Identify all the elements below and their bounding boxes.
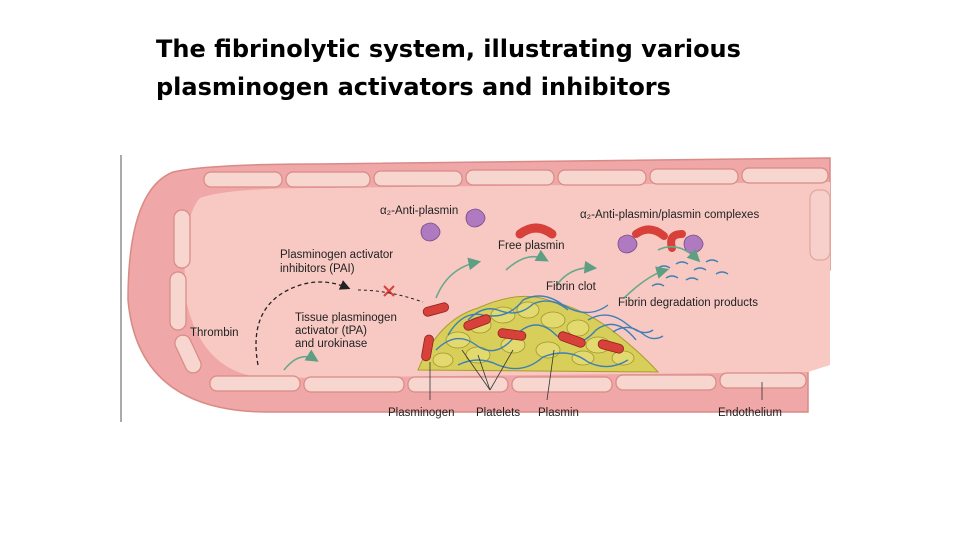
plasmin-rods — [421, 302, 624, 362]
title-line-1: The fibrinolytic system, illustrating va… — [156, 35, 741, 63]
label-endothelium: Endothelium — [718, 407, 782, 419]
vessel-lumen — [184, 182, 831, 378]
right-endothelium — [809, 189, 831, 261]
label-pai-line1: Plasminogen activator — [280, 249, 393, 261]
label-complexes: α₂-Anti-plasmin/plasmin complexes — [580, 209, 759, 221]
fibrin-strands — [435, 295, 664, 370]
anti-plasmin-molecules — [420, 208, 704, 254]
bottom-endothelium — [209, 372, 807, 393]
title-line-2: plasminogen activators and inhibitors — [156, 73, 671, 101]
label-fdp: Fibrin degradation products — [618, 297, 758, 309]
label-free-plasmin: Free plasmin — [498, 240, 564, 252]
pathway-arrows — [283, 245, 701, 371]
slide-title: The fibrinolytic system, illustrating va… — [156, 30, 796, 106]
label-platelets: Platelets — [476, 407, 520, 419]
label-plasminogen: Plasminogen — [388, 407, 454, 419]
tpa-to-clot-arrow — [357, 289, 424, 303]
vessel-illustration: α₂-Anti-plasmin α₂-Anti-plasmin/plasmin … — [120, 155, 831, 422]
fibrinolytic-diagram: α₂-Anti-plasmin α₂-Anti-plasmin/plasmin … — [118, 150, 846, 430]
label-thrombin: Thrombin — [190, 327, 239, 339]
label-plasmin: Plasmin — [538, 407, 579, 419]
pointer-lines — [429, 349, 763, 401]
complex-plasmin-rods — [632, 225, 686, 252]
label-anti-plasmin: α₂-Anti-plasmin — [380, 205, 458, 217]
top-endothelium — [203, 167, 829, 188]
thrombin-arrow — [255, 280, 351, 366]
inhibition-x-icon — [383, 285, 395, 297]
label-tpa-line1: Tissue plasminogen — [295, 312, 397, 324]
left-endothelium — [169, 209, 202, 374]
label-pai-line2: inhibitors (PAI) — [280, 263, 355, 275]
free-plasmin-molecule — [515, 223, 557, 239]
label-tpa-line2: activator (tPA) — [295, 325, 367, 337]
label-fibrin-clot: Fibrin clot — [546, 281, 597, 293]
label-tpa-line3: and urokinase — [295, 338, 367, 350]
